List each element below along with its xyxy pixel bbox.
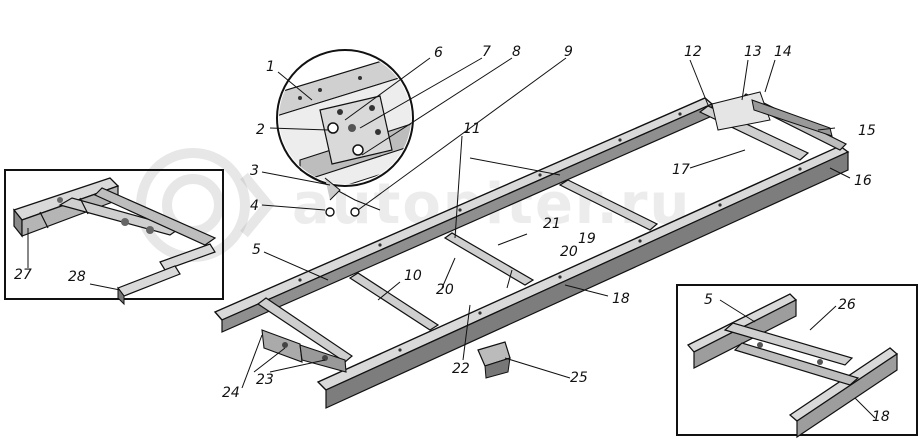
- callout-21: 21: [543, 216, 561, 232]
- callout-17: 17: [672, 162, 690, 178]
- callout-28: 28: [68, 269, 86, 285]
- callout-15: 15: [858, 123, 876, 139]
- rivets: [298, 112, 802, 352]
- callout-2: 2: [256, 122, 265, 138]
- callout-24: 24: [222, 385, 240, 401]
- side-rail-right: [316, 145, 850, 409]
- callout-10: 10: [404, 268, 422, 284]
- callout-20-left: 20: [436, 282, 454, 298]
- leader-lines: [27, 57, 876, 419]
- callout-27: 27: [14, 267, 32, 283]
- callout-14: 14: [774, 44, 792, 60]
- callout-8: 8: [512, 44, 521, 60]
- callout-inset-18: 18: [872, 409, 890, 425]
- callout-22: 22: [452, 361, 470, 377]
- callout-6: 6: [434, 45, 443, 61]
- callout-19: 19: [578, 231, 596, 247]
- callout-13: 13: [744, 44, 762, 60]
- inset-right-box: [676, 284, 918, 439]
- callout-9: 9: [564, 44, 573, 60]
- magnified-detail: [276, 49, 414, 217]
- callout-25: 25: [570, 370, 588, 386]
- callout-23: 23: [256, 372, 274, 388]
- callout-26: 26: [838, 297, 856, 313]
- callout-16: 16: [854, 173, 872, 189]
- callout-12: 12: [684, 44, 702, 60]
- callout-inset-5: 5: [704, 292, 713, 308]
- callout-18: 18: [612, 291, 630, 307]
- callout-11: 11: [463, 121, 481, 137]
- callout-20-right: 20: [560, 244, 578, 260]
- callout-4: 4: [250, 198, 259, 214]
- front-brackets: [261, 329, 347, 373]
- callout-3: 3: [250, 163, 259, 179]
- inset-left-box: [4, 169, 224, 306]
- callout-5: 5: [252, 242, 261, 258]
- callout-7: 7: [482, 44, 491, 60]
- detached-bracket: [477, 341, 511, 379]
- callout-1: 1: [266, 59, 275, 75]
